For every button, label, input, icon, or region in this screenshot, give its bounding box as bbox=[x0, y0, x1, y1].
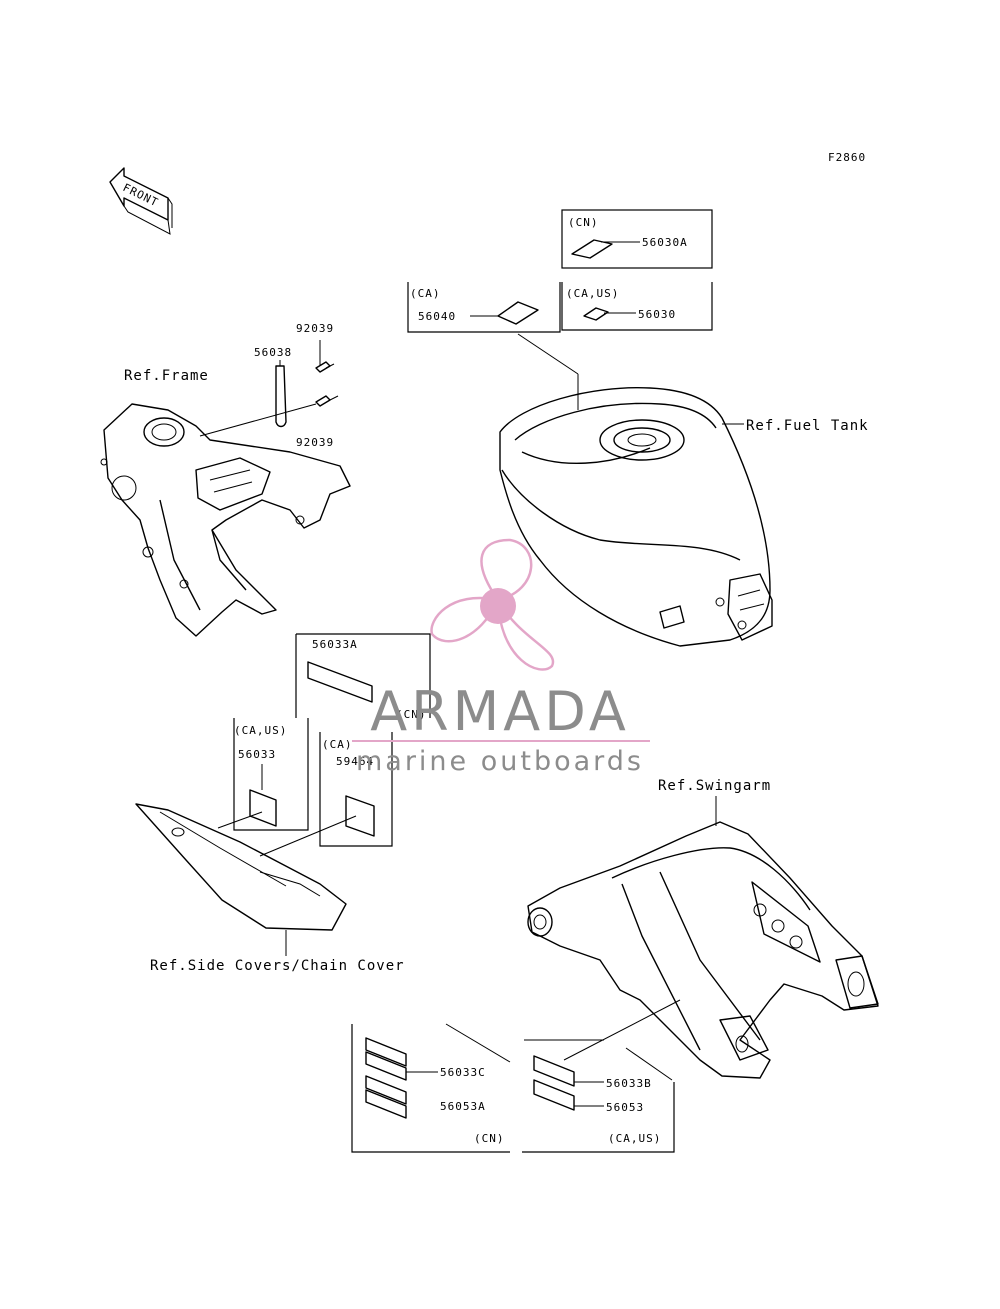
region-ca-us: (CA,US) bbox=[566, 287, 619, 300]
swingarm-label-group: 56033C 56053A (CN) 56033B 56053 (CA,US) bbox=[351, 999, 681, 1153]
part-56040: 56040 bbox=[418, 310, 456, 323]
ref-side-covers: Ref.Side Covers/Chain Cover bbox=[150, 958, 405, 974]
label-56030A-shape bbox=[571, 239, 613, 259]
label-56038-shape bbox=[275, 365, 287, 428]
region-cn-side: (CN) bbox=[396, 708, 427, 721]
propeller-logo-icon bbox=[430, 538, 555, 671]
part-92039-bottom: 92039 bbox=[296, 436, 334, 449]
region-ca: (CA) bbox=[410, 287, 441, 300]
swingarm-drawing bbox=[527, 821, 879, 1079]
region-cn-swingarm: (CN) bbox=[474, 1132, 505, 1145]
part-56030: 56030 bbox=[638, 308, 676, 321]
part-92039-top: 92039 bbox=[296, 322, 334, 335]
label-56033B-shape bbox=[533, 1055, 575, 1087]
ref-swingarm: Ref.Swingarm bbox=[658, 778, 771, 794]
region-ca-us-swingarm: (CA,US) bbox=[608, 1132, 661, 1145]
label-56053-shape bbox=[533, 1079, 575, 1111]
rivet-92039-bottom-icon bbox=[315, 395, 331, 407]
watermark-brand: ARMADA bbox=[370, 680, 630, 743]
side-cover-label-group: 56033A (CN) (CA,US) 56033 (CA) 59464 bbox=[217, 633, 431, 857]
watermark-tagline: marine outboards bbox=[356, 746, 644, 777]
part-56053: 56053 bbox=[606, 1101, 644, 1114]
part-56038: 56038 bbox=[254, 346, 292, 359]
region-ca-us-side: (CA,US) bbox=[234, 724, 287, 737]
front-label: FRONT bbox=[121, 181, 161, 209]
label-56030-shape bbox=[583, 307, 609, 321]
ref-fuel-tank: Ref.Fuel Tank bbox=[746, 418, 869, 434]
diagram-code: F2860 bbox=[828, 151, 866, 164]
label-56033A-shape bbox=[307, 661, 373, 703]
ref-frame: Ref.Frame bbox=[124, 368, 209, 384]
label-56053A-shape-a bbox=[365, 1075, 407, 1105]
region-ca-side: (CA) bbox=[322, 738, 353, 751]
label-56033C-shape-b bbox=[365, 1051, 407, 1081]
fuel-tank-drawing bbox=[499, 387, 773, 647]
label-56033-shape bbox=[249, 789, 277, 827]
part-56033: 56033 bbox=[238, 748, 276, 761]
cn-label-box bbox=[561, 209, 713, 269]
part-56053A: 56053A bbox=[440, 1100, 486, 1113]
frame-drawing bbox=[100, 403, 351, 637]
side-cover-drawing bbox=[135, 803, 347, 931]
fuel-tank-label-group: (CN) 56030A (CA) 56040 (CA,US) 56030 bbox=[407, 209, 713, 410]
part-56030A: 56030A bbox=[642, 236, 688, 249]
front-arrow-icon: FRONT bbox=[109, 167, 173, 235]
label-59464-shape bbox=[345, 795, 375, 837]
part-59464: 59464 bbox=[336, 755, 374, 768]
label-56033C-shape-a bbox=[365, 1037, 407, 1067]
label-56053A-shape-b bbox=[365, 1089, 407, 1119]
part-56033B: 56033B bbox=[606, 1077, 652, 1090]
part-56033A: 56033A bbox=[312, 638, 358, 651]
armada-watermark: ARMADA marine outboards bbox=[352, 538, 650, 777]
frame-fasteners bbox=[199, 340, 339, 437]
label-56040-shape bbox=[497, 301, 539, 325]
part-56033C: 56033C bbox=[440, 1066, 486, 1079]
region-cn: (CN) bbox=[568, 216, 599, 229]
